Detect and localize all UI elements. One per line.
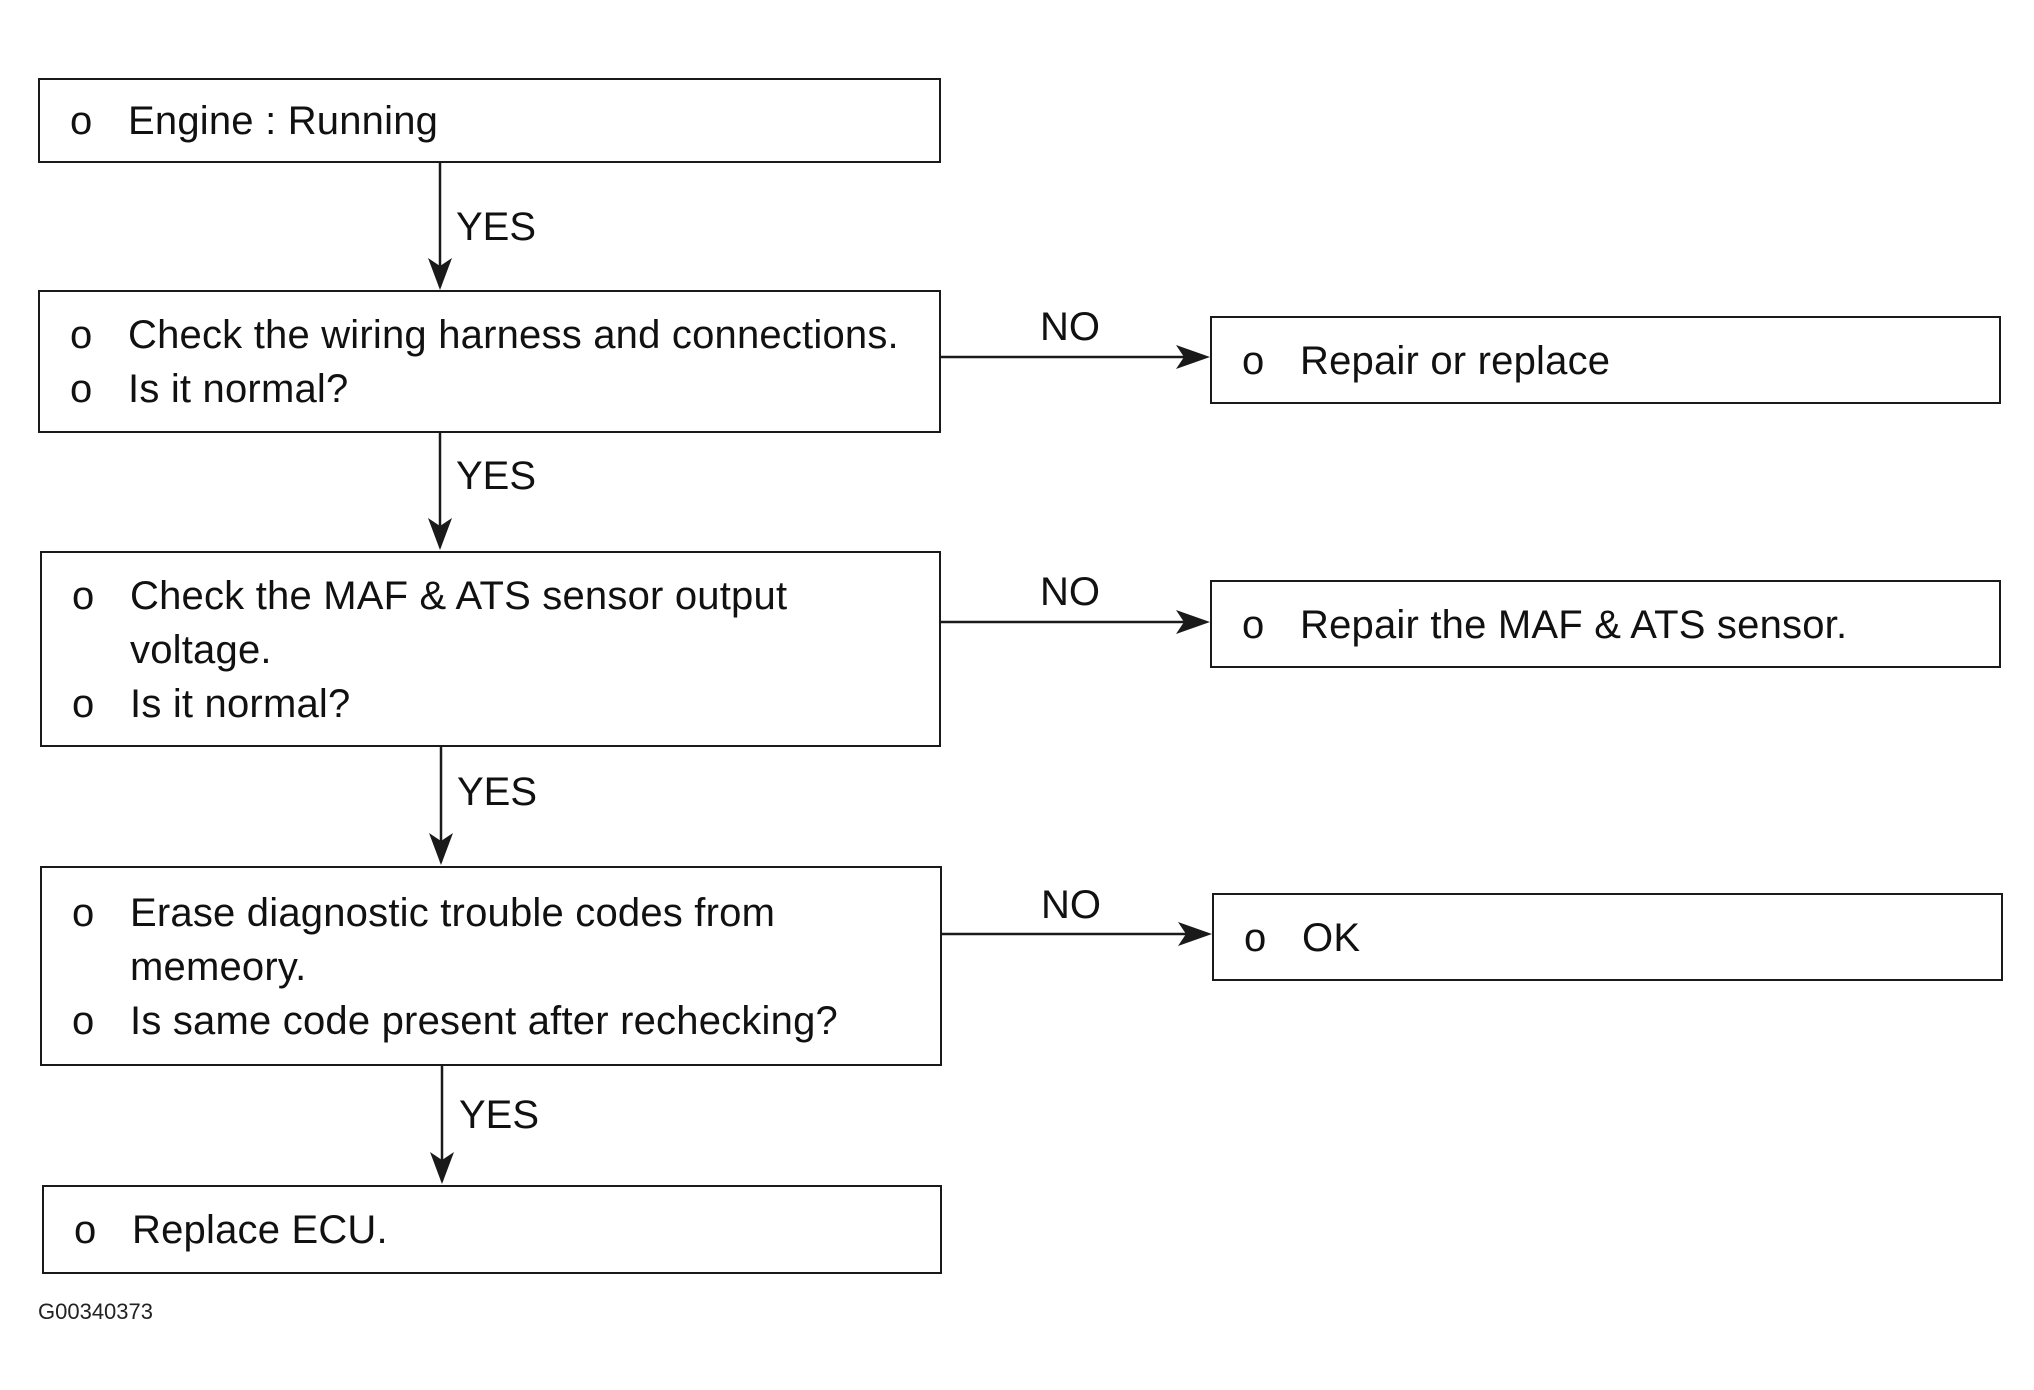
step-text: Erase diagnostic trouble codes from (130, 891, 776, 935)
bullet: o (72, 682, 95, 726)
outcome-repair-or-replace: o Repair or replace (1210, 316, 2001, 404)
outcome-text: Repair the MAF & ATS sensor. (1300, 603, 1848, 647)
step-replace-ecu: o Replace ECU. (42, 1185, 942, 1274)
step-line: o Is it normal? (72, 677, 919, 731)
step-text: memeory. (130, 945, 307, 989)
bullet: o (1242, 339, 1265, 383)
yes-arrowhead-1 (428, 258, 452, 290)
outcome-ok: o OK (1212, 893, 2003, 981)
bullet: o (1244, 916, 1267, 960)
bullet: o (70, 99, 93, 143)
step-text: voltage. (130, 628, 272, 672)
step-line: o Check the MAF & ATS sensor output (72, 569, 919, 623)
step-text: Engine : Running (128, 99, 439, 143)
no-arrowhead-1 (1176, 345, 1210, 369)
no-label-2: NO (1040, 570, 1100, 614)
outcome-line: o OK (1244, 911, 1981, 965)
outcome-text: Repair or replace (1300, 339, 1611, 383)
bullet: o (1242, 603, 1265, 647)
yes-label-1: YES (456, 205, 537, 249)
yes-arrowhead-3 (429, 833, 453, 865)
outcome-repair-maf-ats: o Repair the MAF & ATS sensor. (1210, 580, 2001, 668)
step-line-continued: voltage. (72, 623, 919, 677)
step-line: o Engine : Running (70, 94, 919, 148)
no-arrowhead-3 (1178, 922, 1212, 946)
no-label-3: NO (1041, 883, 1101, 927)
outcome-line: o Repair the MAF & ATS sensor. (1242, 598, 1979, 652)
step-check-wiring: o Check the wiring harness and connectio… (38, 290, 941, 433)
yes-arrowhead-2 (428, 518, 452, 550)
bullet: o (72, 574, 95, 618)
outcome-text: OK (1302, 916, 1361, 960)
step-text: Check the wiring harness and connections… (128, 313, 899, 357)
yes-label-4: YES (459, 1093, 540, 1137)
bullet: o (70, 313, 93, 357)
step-check-maf-ats: o Check the MAF & ATS sensor output volt… (40, 551, 941, 747)
bullet: o (74, 1208, 97, 1252)
yes-arrowhead-4 (430, 1152, 454, 1184)
step-line: o Check the wiring harness and connectio… (70, 308, 919, 362)
step-text: Is it normal? (130, 682, 351, 726)
yes-label-2: YES (456, 454, 537, 498)
step-line: o Replace ECU. (74, 1203, 920, 1257)
step-line-continued: memeory. (72, 940, 920, 994)
bullet: o (72, 891, 95, 935)
step-line: o Erase diagnostic trouble codes from (72, 886, 920, 940)
step-text: Is same code present after rechecking? (130, 999, 838, 1043)
outcome-line: o Repair or replace (1242, 334, 1979, 388)
step-erase-codes: o Erase diagnostic trouble codes from me… (40, 866, 942, 1066)
bullet: o (72, 999, 95, 1043)
step-text: Check the MAF & ATS sensor output (130, 574, 788, 618)
step-line: o Is it normal? (70, 362, 919, 416)
step-text: Is it normal? (128, 367, 349, 411)
step-text: Replace ECU. (132, 1208, 388, 1252)
step-engine-running: o Engine : Running (38, 78, 941, 163)
no-arrowhead-2 (1176, 610, 1210, 634)
figure-code: G00340373 (38, 1299, 153, 1324)
no-label-1: NO (1040, 305, 1100, 349)
bullet: o (70, 367, 93, 411)
yes-label-3: YES (457, 770, 538, 814)
step-line: o Is same code present after rechecking? (72, 994, 920, 1048)
